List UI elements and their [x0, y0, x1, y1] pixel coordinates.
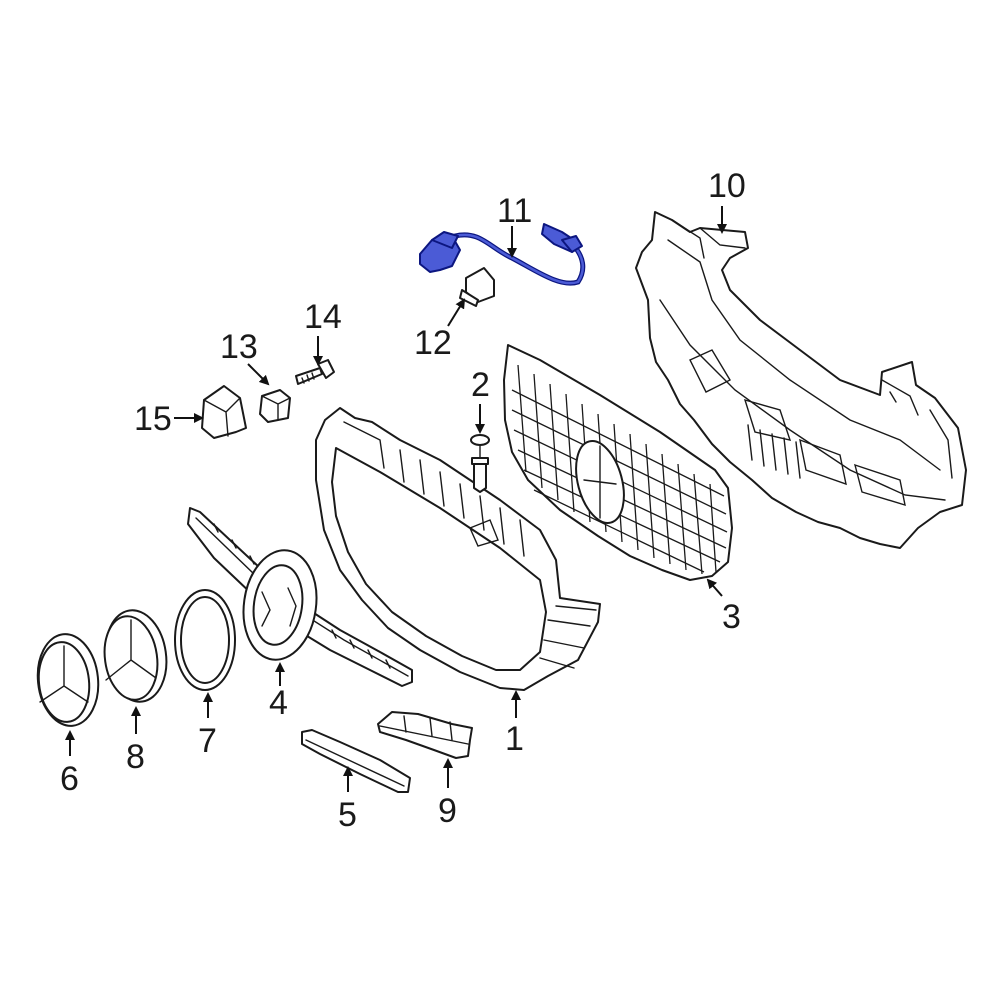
- part-10-grille-carrier[interactable]: [635, 211, 967, 549]
- part-8-star-emblem[interactable]: [99, 606, 172, 705]
- part-9-bracket[interactable]: [377, 711, 473, 759]
- part-2-rivet[interactable]: [470, 434, 490, 493]
- part-11-wiring-harness[interactable]: [419, 223, 586, 286]
- part-12-connector[interactable]: [459, 267, 495, 307]
- part-1-grille-frame[interactable]: [315, 407, 601, 691]
- callout-1: 1: [505, 720, 524, 758]
- part-15-clip[interactable]: [201, 385, 247, 439]
- callout-7: 7: [198, 722, 217, 760]
- callout-11: 11: [497, 192, 532, 230]
- callout-15: 15: [134, 400, 172, 438]
- callout-2: 2: [471, 366, 490, 404]
- part-4-emblem-carrier[interactable]: [187, 507, 413, 687]
- part-3-grille-mesh[interactable]: [503, 344, 733, 581]
- part-7-emblem-ring[interactable]: [174, 589, 236, 691]
- callout-9: 9: [438, 792, 457, 830]
- leader-lines: [65, 206, 727, 792]
- callout-8: 8: [126, 738, 145, 776]
- callout-14: 14: [304, 298, 342, 336]
- callout-10: 10: [708, 167, 746, 205]
- part-13-clip-nut[interactable]: [259, 389, 291, 423]
- callout-4: 4: [269, 684, 288, 722]
- part-14-bolt[interactable]: [295, 359, 335, 385]
- callout-13: 13: [220, 328, 258, 366]
- part-5-trim-strip[interactable]: [301, 729, 411, 793]
- callout-labels: 1 2 3 4 5 6 7 8 9 10 11 12 13 14 15: [60, 167, 746, 834]
- callout-5: 5: [338, 796, 357, 834]
- callout-12: 12: [414, 324, 452, 362]
- callout-6: 6: [60, 760, 79, 798]
- part-6-star-emblem[interactable]: [33, 631, 102, 729]
- callout-3: 3: [722, 598, 741, 636]
